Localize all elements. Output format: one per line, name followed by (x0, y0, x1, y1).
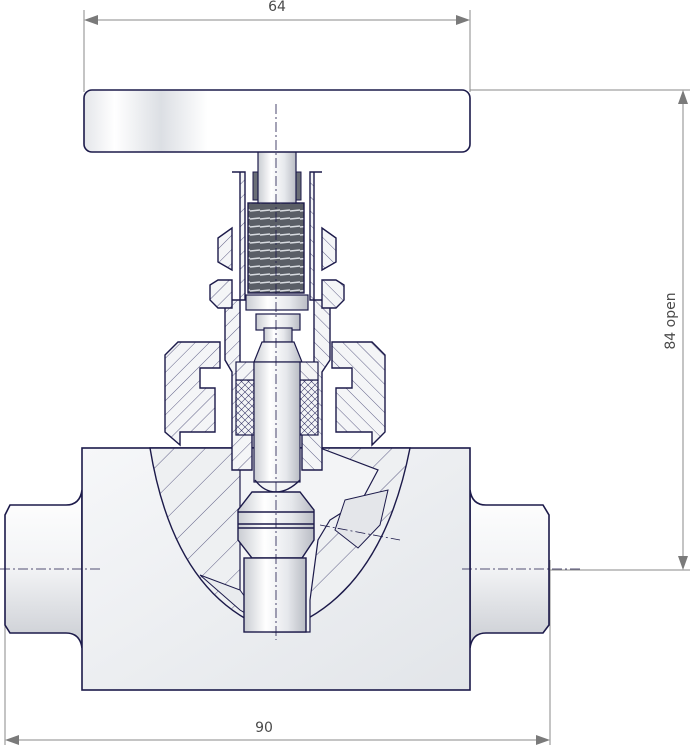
packing (235, 361, 319, 436)
dimension-label-handle-width: 64 (268, 0, 286, 15)
lock-nut (209, 279, 345, 309)
stem-neck (263, 327, 293, 343)
dimension-handle-width (83, 10, 471, 92)
stem-taper (253, 341, 303, 363)
centerlines (0, 104, 580, 640)
stem-shaft (253, 361, 301, 483)
stem-collar (245, 294, 309, 311)
dimension-label-height-open: 84 open (663, 292, 679, 350)
needle-tip (237, 479, 315, 633)
dimension-label-overall-length: 90 (255, 720, 273, 736)
outlet-port (469, 489, 550, 649)
packing-nut (164, 341, 386, 447)
t-handle (83, 89, 471, 153)
dimension-height-open (470, 89, 690, 571)
stem (257, 149, 297, 204)
